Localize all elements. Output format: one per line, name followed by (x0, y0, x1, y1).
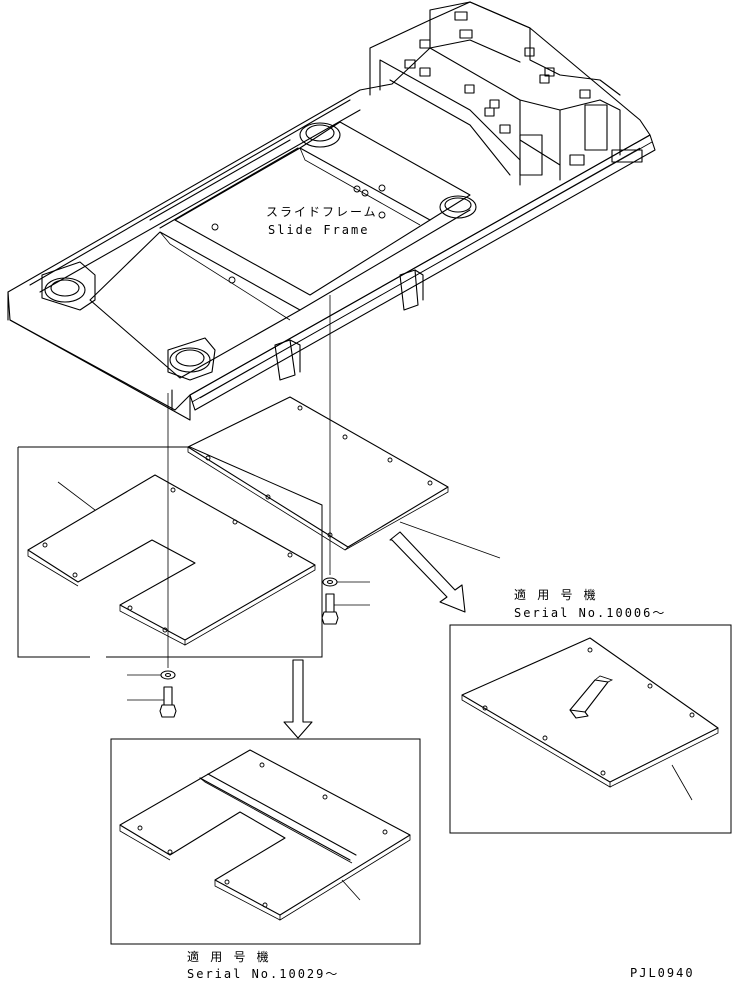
arrow-to-serial-a (389, 531, 466, 613)
serial-a-label-jp: 適 用 号 機 (514, 588, 598, 602)
alignment-lines (167, 295, 331, 668)
serial-a-label-en: Serial No.10006～ (514, 606, 667, 620)
inset-serial-b-box (110, 738, 421, 945)
inset-left-box (17, 446, 323, 658)
drawing-code: PJL0940 (630, 966, 695, 980)
serial-b-label-en: Serial No.10029～ (187, 967, 340, 981)
slide-frame-label-jp: スライドフレーム (266, 205, 378, 219)
main-cover-plate (187, 396, 501, 559)
serial-b-label-jp: 適 用 号 機 (187, 950, 271, 964)
inset-serial-a-box (449, 624, 732, 834)
fasteners (127, 577, 370, 718)
arrow-down (283, 659, 313, 739)
slide-frame (7, 1, 656, 421)
slide-frame-label-en: Slide Frame (268, 223, 370, 237)
